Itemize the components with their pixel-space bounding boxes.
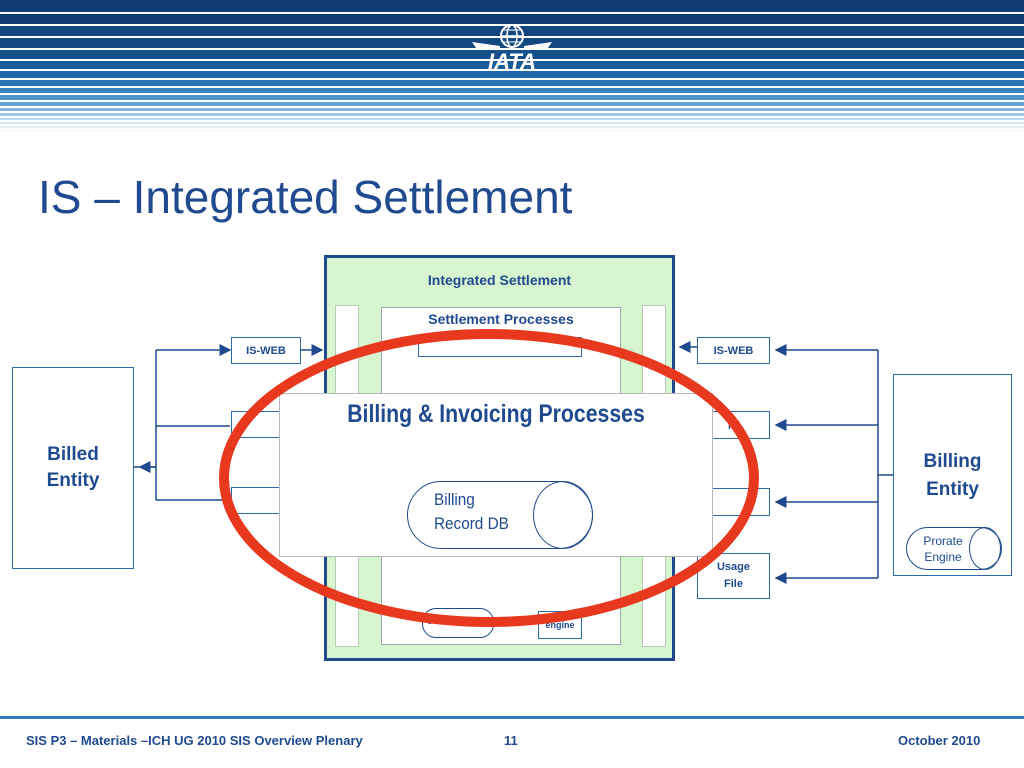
footer-left-text: SIS P3 – Materials –ICH UG 2010 SIS Over…	[26, 733, 363, 748]
iata-logo-icon	[472, 24, 552, 50]
footer-divider	[0, 716, 1024, 719]
billing-entity-line2: Entity	[926, 479, 979, 500]
billed-entity-line1: Billed	[47, 444, 99, 465]
highlight-ellipse	[219, 329, 759, 627]
footer-date: October 2010	[898, 733, 981, 748]
prorate-engine-cap	[969, 527, 1001, 570]
billing-invoicing-panel: Billing & Invoicing Processes Billing Re…	[279, 393, 713, 557]
settlement-processes-label: Settlement Processes	[428, 311, 574, 327]
prorate-engine-line1: Prorate	[923, 534, 963, 548]
iata-logo-text: IATA	[487, 49, 537, 74]
slide-title: IS – Integrated Settlement	[38, 171, 573, 223]
billing-invoicing-label: Billing & Invoicing Processes	[347, 400, 645, 428]
footer-page-number: 11	[504, 733, 518, 748]
prorate-engine-cylinder: Prorate Engine	[906, 527, 1002, 570]
usage-file-line2: File	[724, 578, 743, 590]
billing-entity-line1: Billing	[923, 451, 982, 472]
right-is-web-label: IS-WEB	[713, 345, 754, 357]
left-is-web-label: IS-WEB	[246, 345, 286, 357]
integrated-settlement-label: Integrated Settlement	[427, 272, 572, 288]
header-band: IATA	[0, 0, 1024, 150]
prorate-engine-line2: Engine	[924, 550, 962, 564]
billing-entity-box: Billing Entity Prorate Engine	[893, 374, 1012, 576]
usage-file-line1: Usage	[716, 561, 751, 573]
billing-record-db-line1: Billing	[434, 490, 475, 509]
billing-record-db-line2: Record DB	[434, 514, 509, 533]
billing-record-db-cylinder: Billing Record DB	[407, 481, 593, 549]
billing-record-db-cap	[533, 481, 593, 549]
engine-label: engine	[545, 620, 575, 630]
right-is-web-box: IS-WEB	[697, 337, 770, 364]
billed-entity-box: Billed Entity	[12, 367, 134, 569]
billed-entity-line2: Entity	[46, 470, 100, 491]
left-is-web-box: IS-WEB	[231, 337, 301, 364]
